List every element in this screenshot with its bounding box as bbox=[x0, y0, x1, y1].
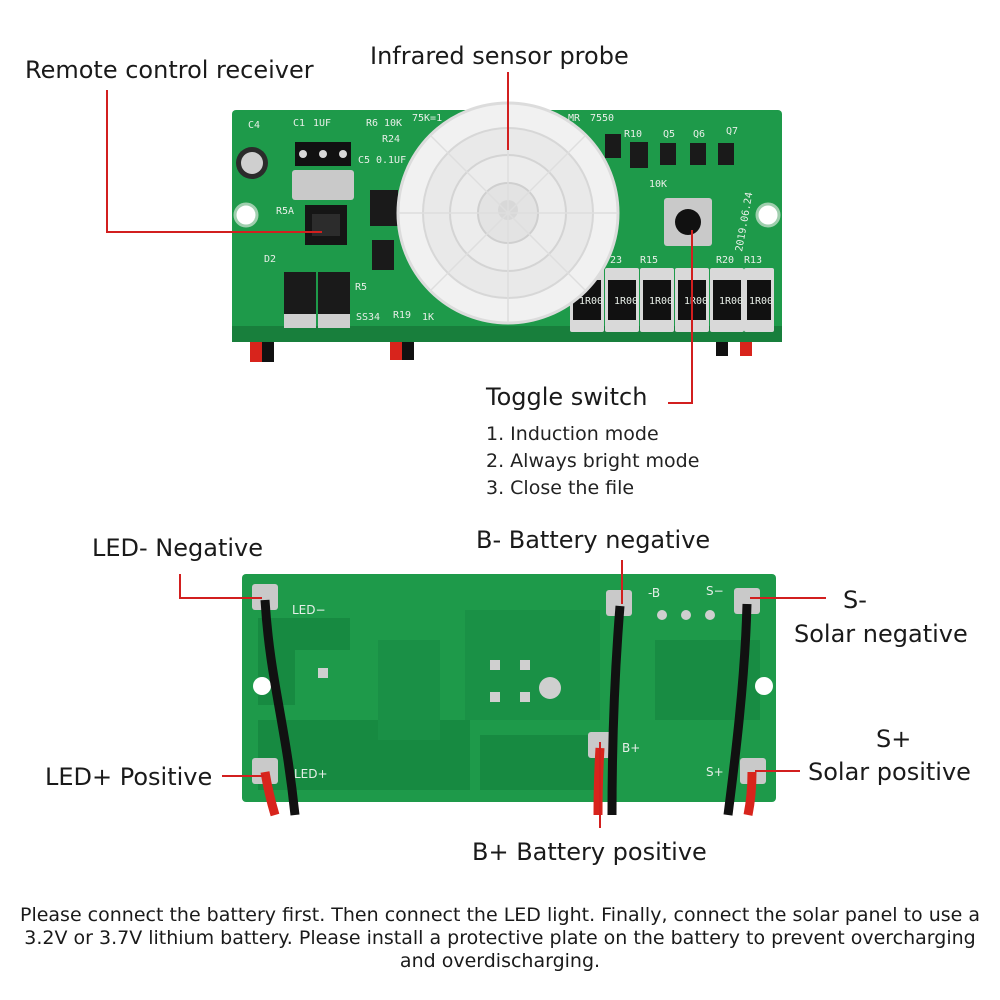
res-code-5: 1R00 bbox=[719, 296, 743, 307]
wire-sol-neg bbox=[723, 603, 752, 816]
res-code-4: 1R00 bbox=[684, 296, 708, 307]
top-mount-hole-right bbox=[755, 202, 781, 228]
silk-c5: C5 bbox=[358, 155, 370, 166]
res-code-1: 1R00 bbox=[579, 296, 603, 307]
res-code-3: 1R00 bbox=[649, 296, 673, 307]
top-wire-red-2 bbox=[390, 340, 402, 360]
pad-sol-neg bbox=[734, 588, 760, 614]
silk-r6: R6 bbox=[366, 118, 378, 129]
top-pcb: 1R00 1R00 1R00 1R00 1R00 1R00 C4 C1 1UF … bbox=[232, 101, 782, 362]
label-led-negative: LED- Negative bbox=[92, 534, 264, 562]
silk-d2: D2 bbox=[264, 254, 276, 265]
res-code-2: 1R00 bbox=[614, 296, 638, 307]
bottom-pcb: LED− LED+ -B B+ S− S+ bbox=[242, 574, 776, 817]
silk-7550: 7550 bbox=[590, 113, 614, 124]
wire-led-pos bbox=[260, 771, 280, 817]
pad-led-pos bbox=[252, 758, 278, 784]
label-remote-receiver: Remote control receiver bbox=[25, 56, 314, 84]
top-wire-red-1 bbox=[250, 340, 262, 362]
silk-s-plus: S+ bbox=[706, 765, 724, 779]
top-mount-hole-left bbox=[233, 202, 259, 228]
leader-toggle bbox=[668, 230, 693, 404]
leader-remote bbox=[106, 90, 322, 233]
silk-b-plus: B+ bbox=[622, 741, 640, 755]
pir-sensor-dome bbox=[396, 101, 620, 325]
silk-r15: R15 bbox=[640, 255, 658, 266]
silk-r13: R13 bbox=[744, 255, 762, 266]
silk-s-minus: S− bbox=[706, 584, 724, 598]
silk-r23: 23 bbox=[610, 255, 622, 266]
pad-led-neg bbox=[252, 584, 278, 610]
silk-ss34: SS34 bbox=[356, 312, 380, 323]
silk-mr: MR bbox=[568, 113, 581, 124]
silk-led-plus: LED+ bbox=[294, 767, 328, 781]
silk-r5a: R5A bbox=[276, 206, 294, 217]
silk-q6: Q6 bbox=[693, 129, 705, 140]
silk-10k-b: 10K bbox=[649, 179, 667, 190]
silk-b-minus: -B bbox=[648, 586, 660, 600]
leader-led-neg bbox=[179, 574, 262, 599]
label-solar-negative: Solar negative bbox=[794, 620, 968, 648]
toggle-mode-1: 1. Induction mode bbox=[486, 423, 659, 445]
silk-10k: 10K bbox=[384, 118, 402, 129]
silk-r19: R19 bbox=[393, 310, 411, 321]
silk-r24: R24 bbox=[382, 134, 400, 145]
toggle-mode-2: 2. Always bright mode bbox=[486, 450, 700, 472]
toggle-mode-3: 3. Close the file bbox=[486, 477, 635, 499]
silk-q7: Q7 bbox=[726, 126, 738, 137]
top-wire-black-2 bbox=[402, 340, 414, 360]
diode-ss34-1 bbox=[284, 272, 316, 316]
label-s-minus: S- bbox=[843, 586, 867, 614]
silk-c5-value: 0.1UF bbox=[376, 155, 406, 166]
top-wire-black-1 bbox=[262, 340, 274, 362]
label-battery-negative: B- Battery negative bbox=[476, 526, 711, 554]
silk-led-minus: LED− bbox=[292, 603, 326, 617]
label-battery-positive: B+ Battery positive bbox=[472, 838, 707, 866]
res-code-6: 1R00 bbox=[749, 296, 773, 307]
top-wire-black-3 bbox=[716, 340, 728, 356]
silk-q5: Q5 bbox=[663, 129, 675, 140]
silk-c4: C4 bbox=[248, 120, 260, 131]
pad-batt-neg bbox=[606, 590, 632, 616]
label-led-positive: LED+ Positive bbox=[45, 763, 213, 791]
silk-1uf: 1UF bbox=[313, 118, 331, 129]
silk-1k: 1K bbox=[422, 312, 434, 323]
silk-r5: R5 bbox=[355, 282, 367, 293]
label-s-plus: S+ bbox=[876, 725, 912, 753]
wire-sol-pos bbox=[743, 771, 757, 816]
wire-led-neg bbox=[260, 599, 300, 816]
toggle-switch-button bbox=[675, 209, 701, 235]
silk-75k: 75K=1 bbox=[412, 113, 442, 124]
instruction-note: Please connect the battery first. Then c… bbox=[19, 904, 981, 972]
silk-c1: C1 bbox=[293, 118, 305, 129]
wire-batt-neg bbox=[607, 605, 625, 816]
pad-sol-pos bbox=[740, 758, 766, 784]
label-infrared-sensor: Infrared sensor probe bbox=[370, 42, 629, 70]
top-wire-red-3 bbox=[740, 340, 752, 356]
silk-r20: R20 bbox=[716, 255, 734, 266]
label-solar-positive: Solar positive bbox=[808, 758, 971, 786]
diode-ss34-2 bbox=[318, 272, 350, 316]
silk-r10: R10 bbox=[624, 129, 642, 140]
label-toggle-switch: Toggle switch bbox=[486, 383, 648, 411]
